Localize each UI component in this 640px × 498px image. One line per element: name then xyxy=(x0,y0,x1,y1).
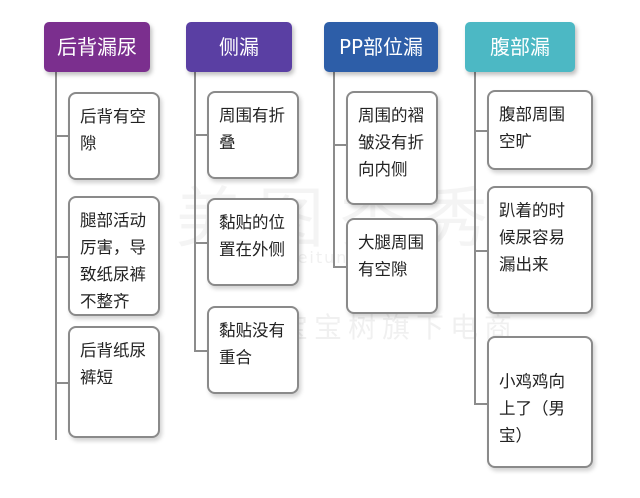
item-wrinkle: 周围的褶皱没有折向内侧 xyxy=(346,91,438,205)
item-back-short: 后背纸尿裤短 xyxy=(68,326,160,438)
connector-3 xyxy=(333,70,335,268)
branch-1-2 xyxy=(55,256,68,258)
branch-1-1 xyxy=(55,135,68,137)
branch-1-3 xyxy=(55,382,68,384)
item-sticker-no-overlap: 黏贴没有重合 xyxy=(207,306,299,394)
header-belly-leak: 腹部漏 xyxy=(465,22,575,72)
item-fold: 周围有折叠 xyxy=(207,91,299,179)
header-side-leak: 侧漏 xyxy=(186,22,292,72)
connector-4 xyxy=(474,70,476,405)
item-thigh-gap: 大腿周围有空隙 xyxy=(346,218,438,314)
branch-4-1 xyxy=(474,130,487,132)
item-lying-prone: 趴着的时候尿容易漏出来 xyxy=(487,186,593,314)
item-boy-up: 小鸡鸡向上了（男宝） xyxy=(487,336,593,468)
connector-2 xyxy=(194,70,196,352)
connector-1 xyxy=(55,70,57,440)
item-belly-loose: 腹部周围空旷 xyxy=(487,90,593,170)
item-leg-activity: 腿部活动厉害，导致纸尿裤不整齐 xyxy=(68,196,160,316)
branch-2-3 xyxy=(194,350,207,352)
item-back-gap: 后背有空隙 xyxy=(68,92,160,180)
header-back-leak: 后背漏尿 xyxy=(44,22,150,72)
branch-4-3 xyxy=(474,403,487,405)
branch-2-2 xyxy=(194,242,207,244)
header-pp-leak: PP部位漏 xyxy=(324,22,438,72)
item-sticker-outside: 黏贴的位置在外侧 xyxy=(207,198,299,286)
branch-4-2 xyxy=(474,250,487,252)
branch-2-1 xyxy=(194,134,207,136)
branch-3-1 xyxy=(333,144,346,146)
branch-3-2 xyxy=(333,266,346,268)
